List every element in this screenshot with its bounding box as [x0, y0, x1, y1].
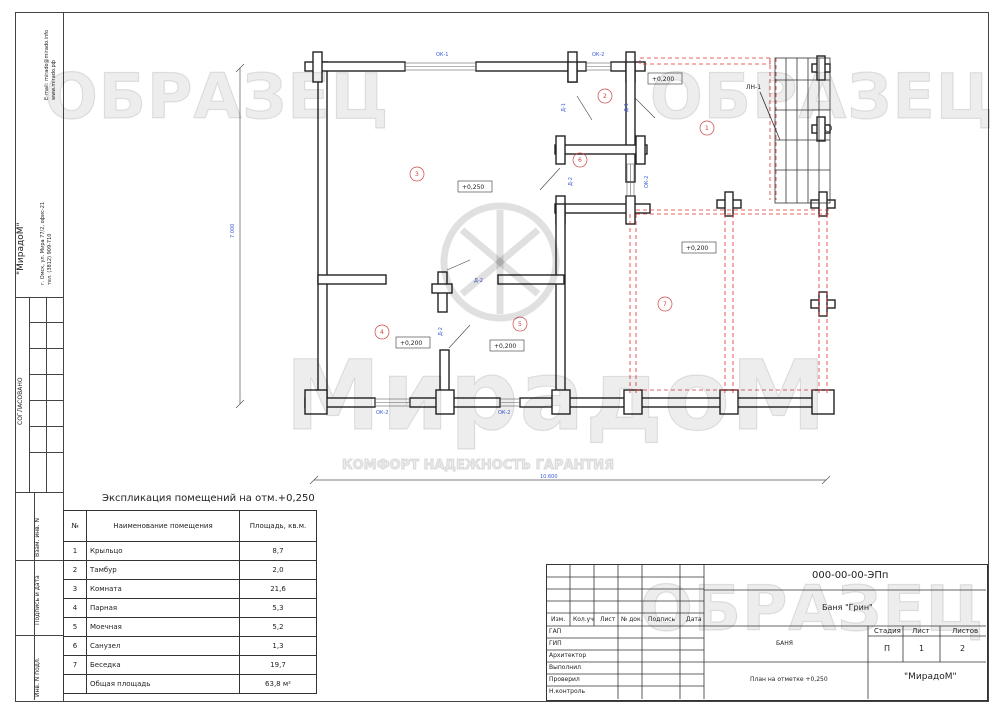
tb-role: ГИП — [549, 640, 562, 647]
level-mark: +0,200 — [652, 76, 674, 83]
room-number: 6 — [578, 157, 582, 164]
stair-label: ЛН-1 — [746, 84, 761, 91]
tb-col-header: Подпись — [648, 616, 675, 623]
tb-col-header: Лист — [600, 616, 616, 623]
opening-label: Д-2 — [568, 177, 574, 186]
tb-col-header: Кол.уч — [573, 616, 594, 623]
tb-role: ГАП — [549, 628, 562, 635]
dim-horizontal-label: 10.600 — [540, 474, 558, 480]
table-row: 5 Моечная 5,2 — [63, 617, 317, 637]
room-number: 4 — [380, 329, 384, 336]
table-row: 3 Комната 21,6 — [63, 579, 317, 599]
table-row: 2 Тамбур 2,0 — [63, 560, 317, 580]
room-number: 7 — [663, 301, 667, 308]
tb-role: Выполнил — [549, 664, 581, 671]
tb-company: "МирадоМ" — [904, 672, 957, 682]
table-row-total: Общая площадь 63,8 м² — [63, 674, 317, 694]
opening-label: ОК-2 — [498, 410, 510, 416]
room-markers — [374, 88, 715, 340]
level-mark: +0,200 — [400, 340, 422, 347]
opening-label: Д-2 — [474, 278, 483, 284]
room-number: 1 — [705, 125, 709, 132]
explication-table: № Наименование помещения Площадь, кв.м. … — [63, 510, 317, 694]
left-info-strip — [15, 12, 64, 297]
sheet-value: 1 — [919, 644, 925, 653]
tb-col-header: Изм. — [551, 616, 566, 623]
stage-label: Стадия — [874, 627, 901, 635]
total-value: 63,8 м² — [239, 674, 317, 694]
table-row: 7 Беседка 19,7 — [63, 655, 317, 675]
stage-value: П — [884, 644, 891, 653]
explication-header: № — [63, 510, 87, 542]
sheets-value: 2 — [960, 644, 966, 653]
title-block — [546, 564, 988, 701]
left-stamp-column — [15, 297, 64, 701]
windows — [374, 62, 635, 407]
tb-role: Проверил — [549, 676, 580, 683]
opening-label: ОК-2 — [592, 52, 604, 58]
opening-label: Д-2 — [438, 327, 444, 336]
tb-col-header: Дата — [686, 616, 702, 623]
terrace-outline — [629, 57, 830, 396]
opening-label: Д-1 — [561, 103, 567, 112]
opening-label: Д-1 — [624, 103, 630, 112]
room-number: 2 — [603, 93, 607, 100]
room-number: 5 — [518, 321, 522, 328]
dim-vertical-label: 7.000 — [230, 224, 236, 238]
level-mark: +0,250 — [462, 184, 484, 191]
opening-label: ОК-2 — [376, 410, 388, 416]
section-name: БАНЯ — [776, 640, 793, 647]
level-mark: +0,200 — [686, 245, 708, 252]
explication-header: Наименование помещения — [86, 510, 240, 542]
stairs — [759, 57, 832, 204]
level-marks — [395, 72, 717, 352]
level-mark: +0,200 — [494, 343, 516, 350]
dimension-vertical — [235, 63, 245, 409]
door-swings — [446, 95, 656, 349]
logo-emblem-watermark — [440, 202, 560, 322]
tb-col-header: № док. — [621, 616, 643, 623]
opening-label: ОК-2 — [644, 176, 650, 188]
project-name: Баня "Грин" — [822, 603, 873, 612]
explication-title: Экспликация помещений на отм.+0,250 — [102, 493, 315, 504]
opening-label: ОК-1 — [436, 52, 448, 58]
total-label: Общая площадь — [86, 674, 240, 694]
dimension-horizontal — [309, 475, 831, 485]
tb-role: Архитектор — [549, 652, 587, 659]
table-row: 6 Санузел 1,3 — [63, 636, 317, 656]
outer-frame — [15, 12, 989, 702]
sheet-label: Лист — [912, 627, 930, 635]
sheet-name: План на отметке +0,250 — [750, 676, 828, 683]
room-number: 3 — [415, 171, 419, 178]
doc-code: 000-00-00-ЭПп — [812, 570, 889, 581]
sheets-label: Листов — [952, 627, 979, 635]
tb-role: Н.контроль — [549, 688, 585, 695]
